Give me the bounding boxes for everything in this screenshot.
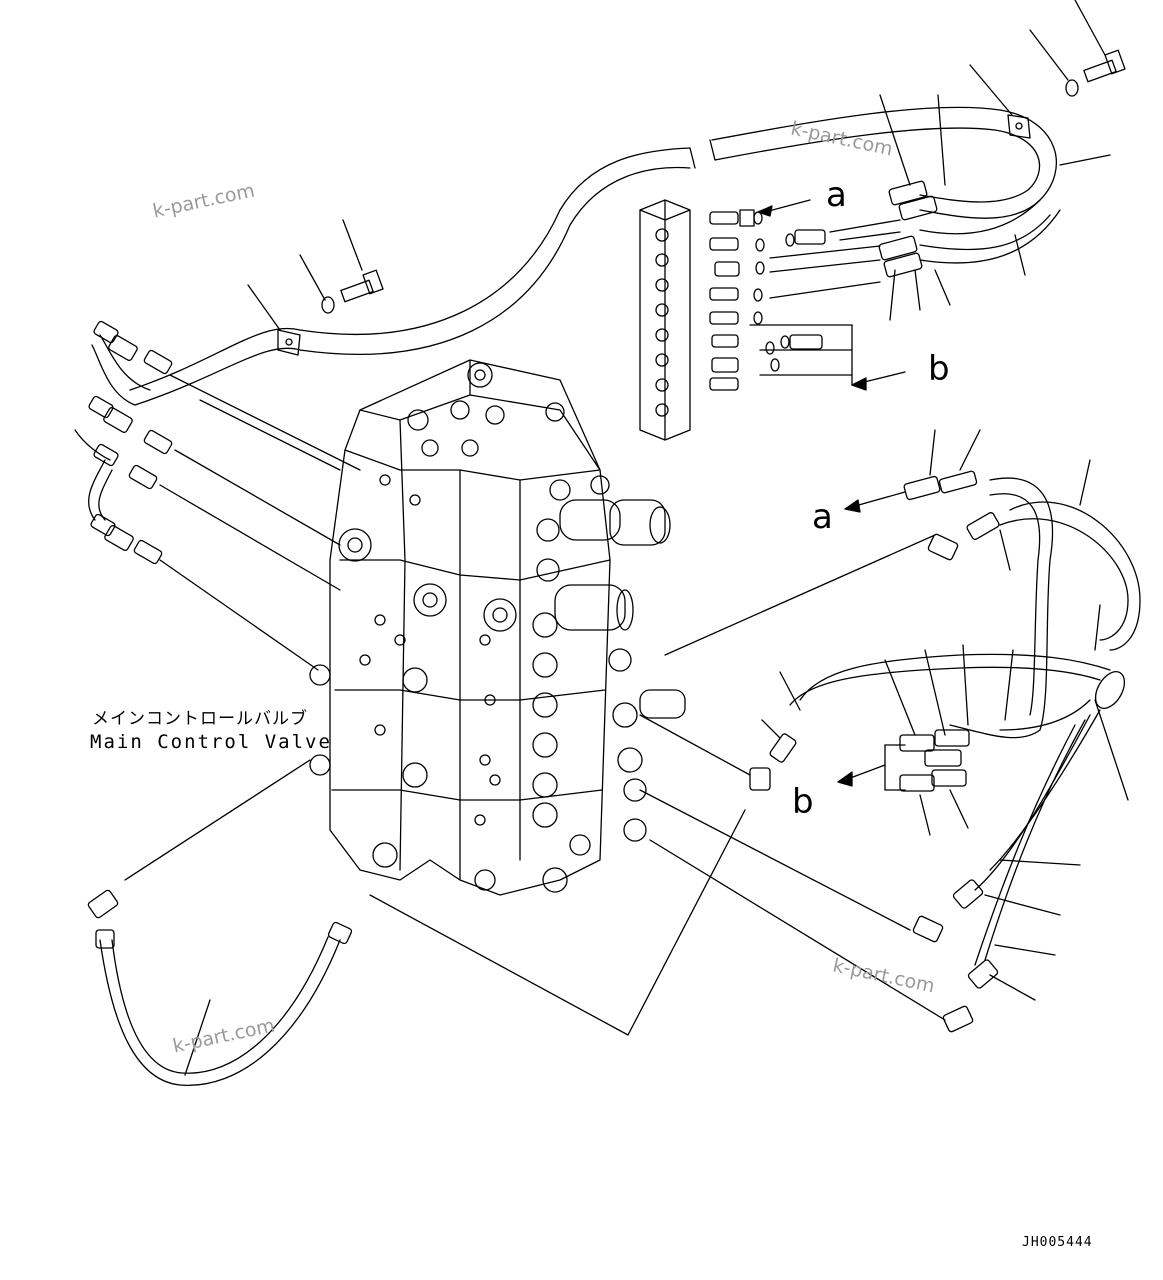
- connector-ref-a-top: a: [826, 175, 847, 215]
- main-control-valve: [309, 359, 686, 896]
- valve-label-english: Main Control Valve: [90, 731, 332, 753]
- connector-ref-b-top: b: [928, 349, 950, 389]
- bolt-left: [247, 219, 384, 331]
- valve-label-japanese: メインコントロールバルブ: [92, 709, 308, 729]
- connector-ref-b-right: b: [792, 782, 814, 822]
- right-hoses: [639, 429, 1141, 1033]
- bolt-right: [969, 0, 1126, 116]
- connector-ref-a-right: a: [812, 497, 833, 537]
- left-hoses: [74, 320, 361, 671]
- drawing-number: JH005444: [1022, 1235, 1093, 1250]
- upper-hose: [129, 106, 1061, 406]
- upper-right-fittings: [878, 94, 1111, 321]
- lower-hose: [87, 759, 746, 1086]
- junction-block: [639, 199, 906, 441]
